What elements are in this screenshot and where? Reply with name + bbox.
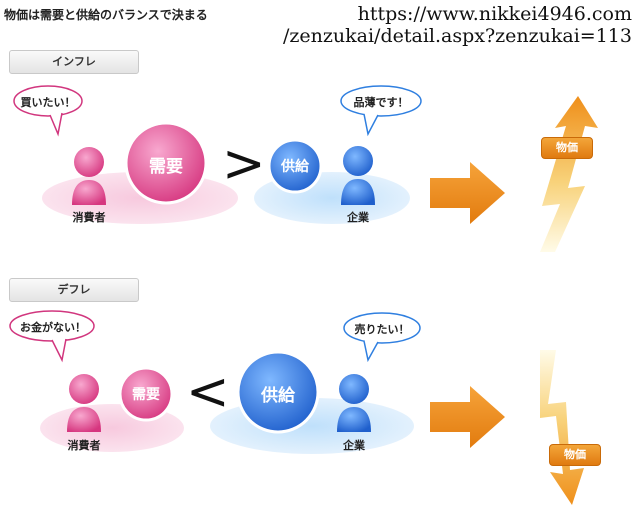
inflation-section-label: インフレ <box>9 50 139 74</box>
deflation-consumer-person-icon <box>67 374 101 432</box>
inflation-consumer-person-icon <box>72 147 106 205</box>
deflation-company-label: 企業 <box>343 439 365 452</box>
inflation-result-arrow <box>430 162 505 224</box>
inflation-supply-label: 供給 <box>281 159 309 175</box>
source-url-line1: https://www.nikkei4946.com <box>357 3 632 25</box>
inflation-company-speech: 品薄です！ <box>353 96 409 109</box>
inflation-company-bubble <box>340 85 422 137</box>
deflation-company-person-icon <box>337 374 371 432</box>
inflation-demand-label: 需要 <box>149 157 183 177</box>
inflation-company-label: 企業 <box>347 211 369 224</box>
deflation-demand-circle <box>118 366 174 422</box>
deflation-result-arrow <box>430 386 505 448</box>
deflation-demand-label: 需要 <box>132 387 160 403</box>
deflation-comparison-sign: < <box>186 362 230 422</box>
deflation-consumer-speech: お金がない！ <box>20 321 86 334</box>
deflation-consumer-bubble <box>9 310 95 363</box>
deflation-company-speech: 売りたい！ <box>354 323 410 336</box>
inflation-consumer-bubble <box>13 85 83 137</box>
deflation-price-down-bolt <box>540 350 584 505</box>
inflation-consumer-speech: 買いたい！ <box>20 96 76 109</box>
deflation-supply-label: 供給 <box>261 386 295 406</box>
deflation-section-label: デフレ <box>9 278 139 302</box>
inflation-price-up-bolt <box>540 96 598 252</box>
deflation-supply-circle <box>236 350 320 434</box>
inflation-comparison-sign: > <box>222 134 266 194</box>
inflation-company-person-icon <box>341 146 375 205</box>
deflation-company-bubble <box>343 312 421 363</box>
inflation-supply-circle <box>267 138 323 194</box>
page-title: 物価は需要と供給のバランスで決まる <box>4 8 208 22</box>
inflation-price-tag: 物価 <box>541 137 593 159</box>
inflation-consumer-label: 消費者 <box>72 211 106 224</box>
deflation-consumer-label: 消費者 <box>67 439 101 452</box>
source-url-line2: /zenzukai/detail.aspx?zenzukai=113 <box>282 25 632 47</box>
deflation-price-tag: 物価 <box>549 444 601 466</box>
inflation-demand-circle <box>124 121 208 205</box>
